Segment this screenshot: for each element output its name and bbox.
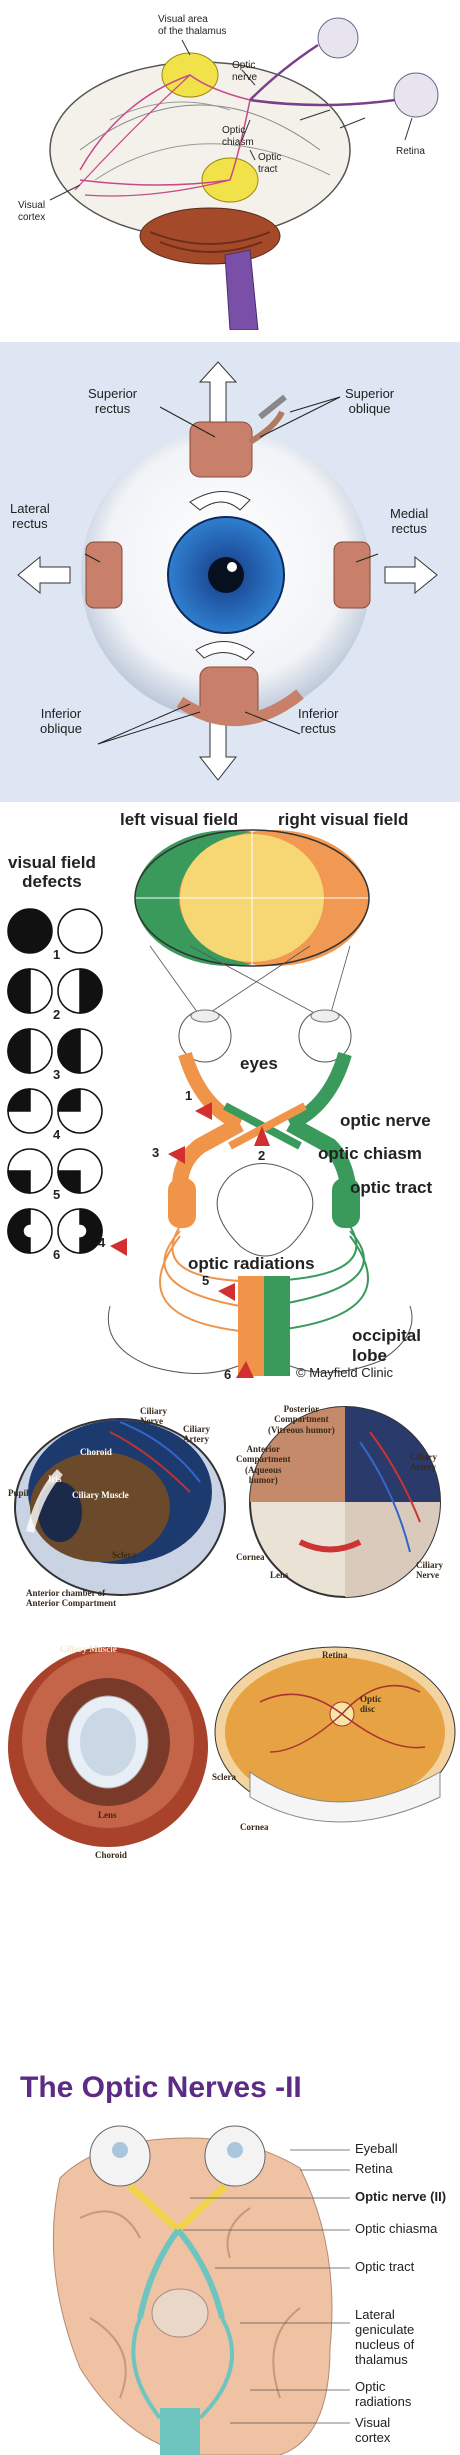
marker-2: 2 (258, 1148, 266, 1163)
retina-label: Retina (396, 146, 425, 157)
optic-nerve-label: optic nerve (340, 1111, 431, 1130)
defect-number-4: 4 (53, 1127, 61, 1142)
marker-1: 1 (185, 1088, 193, 1103)
optic-tract-label: optic tract (350, 1178, 433, 1197)
defect-number-2: 2 (53, 1007, 61, 1022)
defect-circles (7, 908, 103, 1254)
eye-anatomy-panel: Ciliary Nerve Ciliary Artery Choroid Pup… (0, 1392, 460, 1614)
lens-label: Lens (98, 1810, 117, 1820)
optic-radiations-label: Optic radiations (355, 2379, 412, 2409)
marker-6: 6 (224, 1367, 232, 1382)
eye-cross-section-illustration (14, 1406, 441, 1598)
visual-field-defects-title: visual field defects (8, 853, 96, 891)
ciliary-artery-label: Ciliary Artery (183, 1424, 210, 1445)
retina-label: Retina (322, 1650, 348, 1660)
cornea-label: Cornea (240, 1822, 269, 1832)
eyes-label: eyes (240, 1054, 278, 1073)
choroid-label: Choroid (80, 1447, 112, 1457)
inferior-rectus-label: Inferior rectus (298, 706, 339, 736)
lateral-rectus-label: Lateral rectus (10, 501, 50, 531)
optic-tract-label: Optic tract (258, 152, 282, 175)
visual-pathway-brain-panel: Visual area of the thalamus Optic nerve … (0, 0, 460, 330)
retina-ciliary-illustration (8, 1646, 456, 1847)
superior-rectus-label: Superior rectus (88, 386, 138, 416)
left-visual-field-title: left visual field (120, 810, 239, 829)
optic-chiasma-label: Optic chiasma (355, 2221, 438, 2236)
eyeball-label: Eyeball (355, 2141, 398, 2156)
defect-number-3: 3 (53, 1067, 61, 1082)
occipital-lobe-label: occipital lobe (352, 1326, 421, 1365)
anterior-compartment-label: Anterior Compartment (Aqueous humor) (236, 1444, 291, 1486)
inferior-oblique-label: Inferior oblique (40, 706, 82, 736)
optic-radiations-label: optic radiations (188, 1254, 315, 1273)
optic-nerves-illustration (52, 2125, 350, 2455)
cornea-label: Cornea (236, 1552, 265, 1562)
marker-4: 4 (98, 1235, 106, 1250)
retina-ciliary-panel: Ciliary Muscle Lens Choroid Retina Optic… (0, 1622, 460, 1862)
optic-tract-label: Optic tract (355, 2259, 415, 2274)
defect-number-5: 5 (53, 1187, 61, 1202)
visual-field-defects-panel: left visual field right visual field vis… (0, 806, 460, 1386)
superior-oblique-label: Superior oblique (345, 386, 395, 416)
mayfield-credit: © Mayfield Clinic (296, 1365, 393, 1380)
brain-pathway-illustration (49, 17, 439, 330)
pupil-label: Pupil (8, 1488, 29, 1498)
optic-nerves-title: The Optic Nerves -II (20, 2071, 302, 2104)
ciliary-muscle-label: Ciliary Muscle (72, 1490, 129, 1500)
visual-cortex-label: Visual cortex (18, 200, 46, 223)
optic-nerves-panel: Eyeball Retina Optic nerve (II) Optic ch… (0, 2118, 460, 2455)
lgn-label: Lateral geniculate nucleus of thalamus (355, 2307, 415, 2367)
ciliary-nerve-right-label: Ciliary Nerve (416, 1560, 443, 1581)
sclera-label: Sclera (112, 1550, 136, 1560)
defect-number-1: 1 (53, 947, 61, 962)
posterior-compartment-label: Posterior Compartment (Vitreous humor) (268, 1404, 335, 1435)
visual-pathway-diagram (7, 829, 413, 1378)
marker-3: 3 (152, 1145, 160, 1160)
eye-muscles-panel: Superior rectus Superior oblique Lateral… (0, 342, 460, 802)
optic-nerve-ii-label: Optic nerve (II) (355, 2189, 447, 2204)
sclera-label: Sclera (212, 1772, 236, 1782)
retina-label: Retina (355, 2161, 393, 2176)
iris-label: Iris (48, 1474, 62, 1484)
defect-number-6: 6 (53, 1247, 61, 1262)
ciliary-artery-right-label: Ciliary Artery (410, 1452, 437, 1473)
right-visual-field-title: right visual field (278, 810, 409, 829)
optic-chiasm-label: Optic chiasm (222, 125, 254, 148)
optic-nerve-label: Optic nerve (232, 60, 258, 83)
choroid-label: Choroid (95, 1850, 127, 1860)
ciliary-muscle-label: Ciliary Muscle (60, 1644, 117, 1654)
anterior-chamber-label: Anterior chamber of Anterior Compartment (26, 1588, 117, 1609)
marker-5: 5 (202, 1273, 210, 1288)
visual-cortex-label: Visual cortex (355, 2415, 391, 2445)
medial-rectus-label: Medial rectus (390, 506, 429, 536)
eye-muscles-illustration (17, 361, 438, 781)
optic-chiasm-label: optic chiasm (318, 1144, 422, 1163)
visual-area-thalamus-label: Visual area of the thalamus (158, 14, 227, 37)
lens-label: Lens (270, 1570, 289, 1580)
ciliary-nerve-label: Ciliary Nerve (140, 1406, 167, 1427)
optic-disc-label: Optic disc (360, 1694, 382, 1715)
